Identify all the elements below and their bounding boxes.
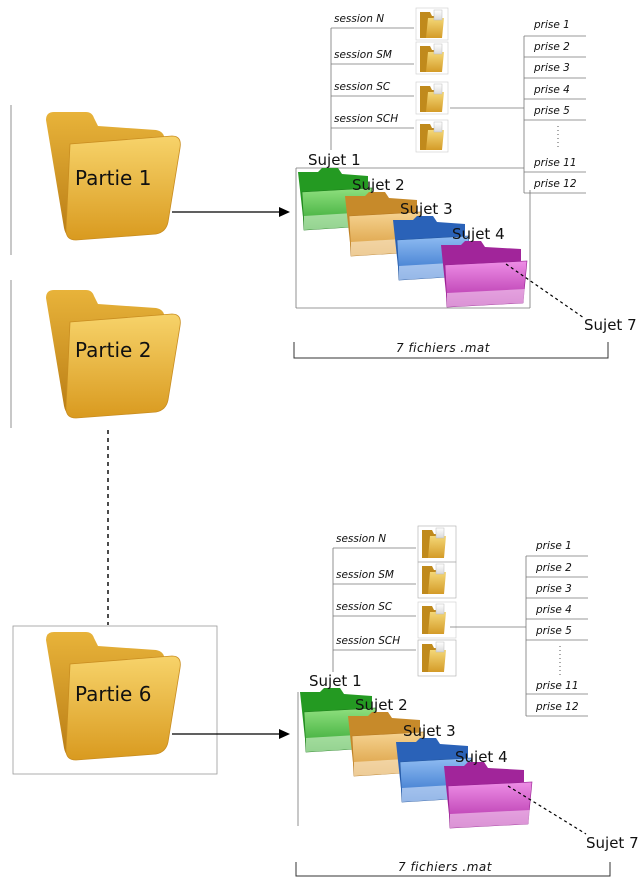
partie-6-frame — [12, 625, 218, 775]
session-folder-icon[interactable] — [415, 119, 449, 153]
prise-label: prise 5 — [533, 105, 570, 117]
session-label: session SCH — [336, 635, 400, 647]
sujet-4-folder[interactable] — [441, 241, 528, 308]
session-label: session SM — [334, 49, 392, 61]
files-label: 7 fichiers .mat — [398, 860, 493, 874]
session-folder-icon[interactable] — [417, 525, 457, 563]
prise-label: prise 11 — [535, 680, 579, 692]
partie-1-contents: session N session SM session SC session … — [293, 7, 637, 359]
prise-label: prise 5 — [535, 625, 572, 637]
session-label: session N — [334, 13, 384, 25]
files-bracket — [293, 342, 609, 359]
partie-2-label: Partie 2 — [75, 338, 151, 362]
prise-label: prise 1 — [533, 19, 570, 31]
partie-2-folder[interactable]: Partie 2 — [46, 290, 181, 419]
partie-1-folder[interactable]: Partie 1 — [46, 112, 181, 241]
sujet-4-label: Sujet 4 — [452, 225, 505, 243]
partie-6-label: Partie 6 — [75, 682, 151, 706]
session-folder-icon[interactable] — [415, 7, 449, 41]
prise-label: prise 3 — [533, 62, 570, 74]
sessions-tree: session N session SM session SC session … — [330, 13, 414, 150]
prise-label: prise 3 — [535, 583, 572, 595]
prise-label: prise 4 — [535, 604, 572, 616]
parties-column: Partie 1 Partie 2 Partie 6 — [10, 105, 290, 775]
session-folders — [417, 525, 457, 677]
folder-icon — [46, 632, 181, 761]
session-folders — [415, 7, 449, 153]
sujet-4-label: Sujet 4 — [455, 748, 508, 766]
prise-label: prise 1 — [535, 540, 572, 552]
sujet-1-label: Sujet 1 — [309, 672, 362, 690]
session-folder-icon[interactable] — [415, 41, 449, 75]
session-label: session N — [336, 533, 386, 545]
session-folder-icon[interactable] — [415, 81, 449, 115]
folder-icon — [46, 290, 181, 419]
folder-icon — [46, 112, 181, 241]
session-folder-icon[interactable] — [417, 601, 457, 639]
sujet-last-label: Sujet 7 — [584, 316, 637, 334]
session-folder-icon[interactable] — [417, 561, 457, 599]
files-bracket — [295, 862, 611, 877]
prise-label: prise 12 — [535, 701, 579, 713]
prise-label: prise 4 — [533, 84, 570, 96]
prise-label: prise 2 — [533, 41, 570, 53]
prise-label: prise 2 — [535, 562, 572, 574]
sujet-2-label: Sujet 2 — [352, 176, 405, 194]
sujet-3-label: Sujet 3 — [403, 722, 456, 740]
session-label: session SC — [334, 81, 391, 93]
sujet-3-label: Sujet 3 — [400, 200, 453, 218]
session-label: session SM — [336, 569, 394, 581]
session-label: session SC — [336, 601, 393, 613]
sujets-ellipsis-line — [505, 263, 585, 319]
prise-label: prise 12 — [533, 178, 577, 190]
arrow-head-icon — [279, 729, 290, 739]
partie-1-label: Partie 1 — [75, 166, 151, 190]
sujet-2-label: Sujet 2 — [355, 696, 408, 714]
prises-list: prise 1 prise 2 prise 3 prise 4 prise 5 … — [450, 540, 588, 717]
partie-6-contents: session N session SM session SC session … — [295, 525, 639, 877]
prises-list: prise 1 prise 2 prise 3 prise 4 prise 5 … — [450, 19, 586, 194]
sessions-tree: session N session SM session SC session … — [332, 533, 416, 672]
prise-label: prise 11 — [533, 157, 577, 169]
sujet-last-label: Sujet 7 — [586, 834, 639, 852]
sujet-1-label: Sujet 1 — [308, 151, 361, 169]
arrow-head-icon — [279, 207, 290, 217]
session-folder-icon[interactable] — [417, 639, 457, 677]
sujet-4-folder[interactable] — [444, 762, 533, 829]
files-label: 7 fichiers .mat — [396, 341, 491, 355]
partie-6-folder[interactable]: Partie 6 — [46, 632, 181, 761]
session-label: session SCH — [334, 113, 398, 125]
